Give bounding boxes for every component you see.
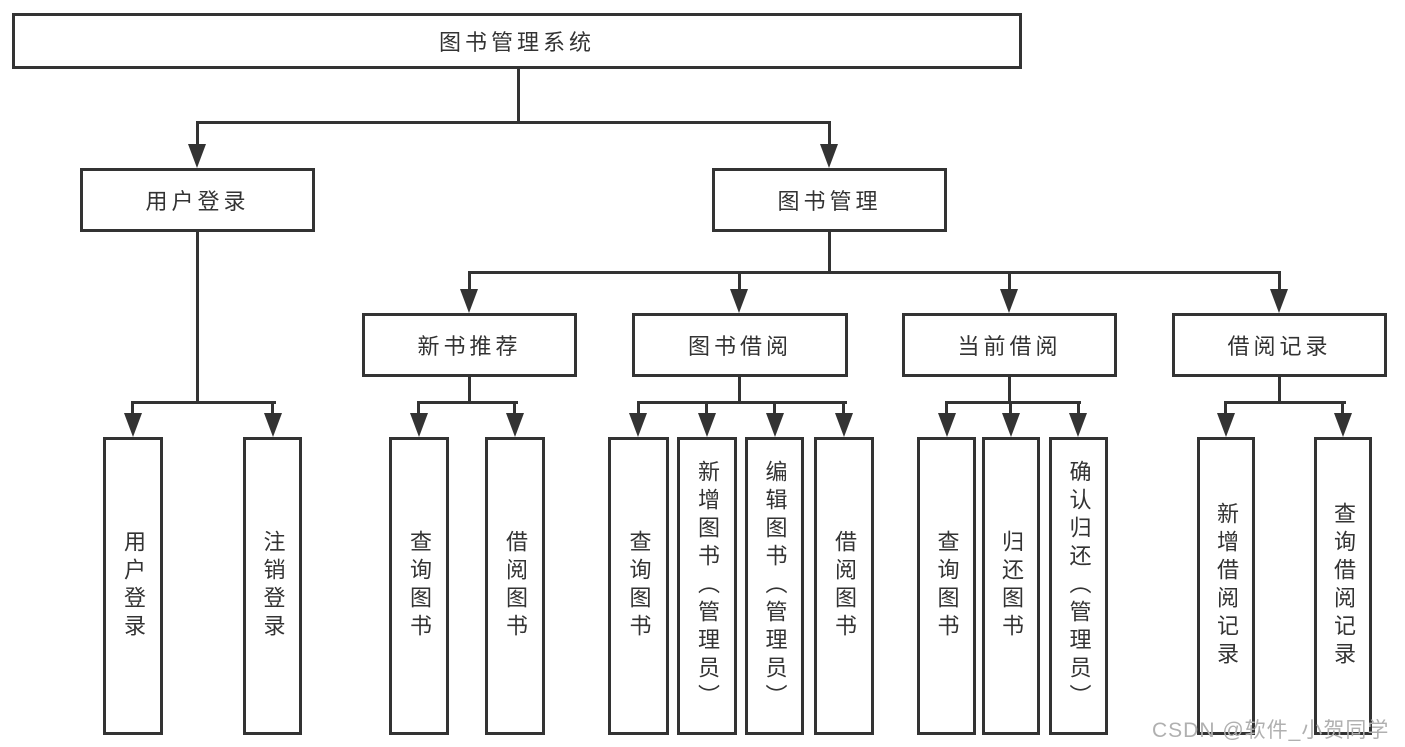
leaf-logout: 注销登录 bbox=[243, 437, 302, 735]
connector-drop-br-add bbox=[1224, 401, 1227, 415]
node-user-login: 用户登录 bbox=[80, 168, 315, 232]
connector-drop-cb-query bbox=[945, 401, 948, 415]
arrowhead-leaf-userlogin bbox=[124, 413, 142, 437]
connector-root-branch bbox=[196, 121, 831, 124]
connector-drop-new-books bbox=[468, 271, 471, 291]
arrowhead-borrow-records bbox=[1270, 289, 1288, 313]
connector-drop-user-login bbox=[196, 121, 199, 146]
leaf-br-query-record: 查询借阅记录 bbox=[1314, 437, 1372, 735]
connector-records-stem bbox=[1278, 377, 1281, 404]
connector-drop-bb-add bbox=[705, 401, 708, 415]
connector-root-stem bbox=[517, 68, 520, 124]
connector-bookmgmt-stem bbox=[828, 232, 831, 274]
connector-drop-nb-borrow bbox=[513, 401, 516, 415]
connector-userlogin-stem bbox=[196, 232, 199, 404]
node-book-borrowing: 图书借阅 bbox=[632, 313, 848, 377]
arrowhead-book-borrow bbox=[730, 289, 748, 313]
connector-current-stem bbox=[1008, 377, 1011, 404]
arrowhead-nb-borrow bbox=[506, 413, 524, 437]
connector-drop-nb-query bbox=[417, 401, 420, 415]
arrowhead-bb-add bbox=[698, 413, 716, 437]
arrowhead-cb-confirm bbox=[1069, 413, 1087, 437]
connector-drop-book-mgmt bbox=[828, 121, 831, 146]
connector-drop-leaf-userlogin bbox=[131, 401, 134, 415]
connector-drop-current-borrow bbox=[1008, 271, 1011, 291]
leaf-user-login: 用户登录 bbox=[103, 437, 163, 735]
leaf-br-add-record: 新增借阅记录 bbox=[1197, 437, 1255, 735]
arrowhead-book-mgmt bbox=[820, 144, 838, 168]
leaf-cb-confirm-return-admin: 确认归还（管理员） bbox=[1049, 437, 1108, 735]
arrowhead-cb-return bbox=[1002, 413, 1020, 437]
leaf-bb-add-books-admin: 新增图书（管理员） bbox=[677, 437, 737, 735]
connector-borrow-branch bbox=[637, 401, 847, 404]
arrowhead-br-add bbox=[1217, 413, 1235, 437]
leaf-nb-query-books: 查询图书 bbox=[389, 437, 449, 735]
connector-newbooks-branch bbox=[417, 401, 518, 404]
arrowhead-cb-query bbox=[938, 413, 956, 437]
connector-drop-bb-borrow bbox=[842, 401, 845, 415]
leaf-cb-return-books: 归还图书 bbox=[982, 437, 1040, 735]
arrowhead-br-query bbox=[1334, 413, 1352, 437]
node-book-management: 图书管理 bbox=[712, 168, 947, 232]
leaf-bb-edit-books-admin: 编辑图书（管理员） bbox=[745, 437, 804, 735]
node-library-management-system: 图书管理系统 bbox=[12, 13, 1022, 69]
leaf-cb-query-books: 查询图书 bbox=[917, 437, 976, 735]
connector-current-branch bbox=[945, 401, 1081, 404]
leaf-nb-borrow-books: 借阅图书 bbox=[485, 437, 545, 735]
connector-drop-bb-query bbox=[637, 401, 640, 415]
connector-drop-cb-return bbox=[1009, 401, 1012, 415]
connector-borrow-stem bbox=[738, 377, 741, 404]
leaf-bb-borrow-books: 借阅图书 bbox=[814, 437, 874, 735]
arrowhead-bb-query bbox=[629, 413, 647, 437]
connector-newbooks-stem bbox=[468, 377, 471, 404]
node-borrowing-records: 借阅记录 bbox=[1172, 313, 1387, 377]
connector-drop-bb-edit bbox=[773, 401, 776, 415]
arrowhead-nb-query bbox=[410, 413, 428, 437]
arrowhead-new-books bbox=[460, 289, 478, 313]
arrowhead-bb-borrow bbox=[835, 413, 853, 437]
connector-drop-book-borrow bbox=[738, 271, 741, 291]
connector-userlogin-branch bbox=[131, 401, 276, 404]
leaf-bb-query-books: 查询图书 bbox=[608, 437, 669, 735]
arrowhead-current-borrow bbox=[1000, 289, 1018, 313]
arrowhead-leaf-logout bbox=[264, 413, 282, 437]
connector-drop-borrow-records bbox=[1278, 271, 1281, 291]
connector-drop-cb-confirm bbox=[1077, 401, 1080, 415]
arrowhead-bb-edit bbox=[766, 413, 784, 437]
node-current-borrowing: 当前借阅 bbox=[902, 313, 1117, 377]
arrowhead-user-login bbox=[188, 144, 206, 168]
connector-drop-leaf-logout bbox=[271, 401, 274, 415]
connector-records-branch bbox=[1224, 401, 1346, 404]
connector-drop-br-query bbox=[1341, 401, 1344, 415]
csdn-watermark: CSDN @软件_小贺同学 bbox=[1152, 719, 1390, 742]
connector-bookmgmt-branch bbox=[468, 271, 1281, 274]
node-new-book-recommend: 新书推荐 bbox=[362, 313, 577, 377]
